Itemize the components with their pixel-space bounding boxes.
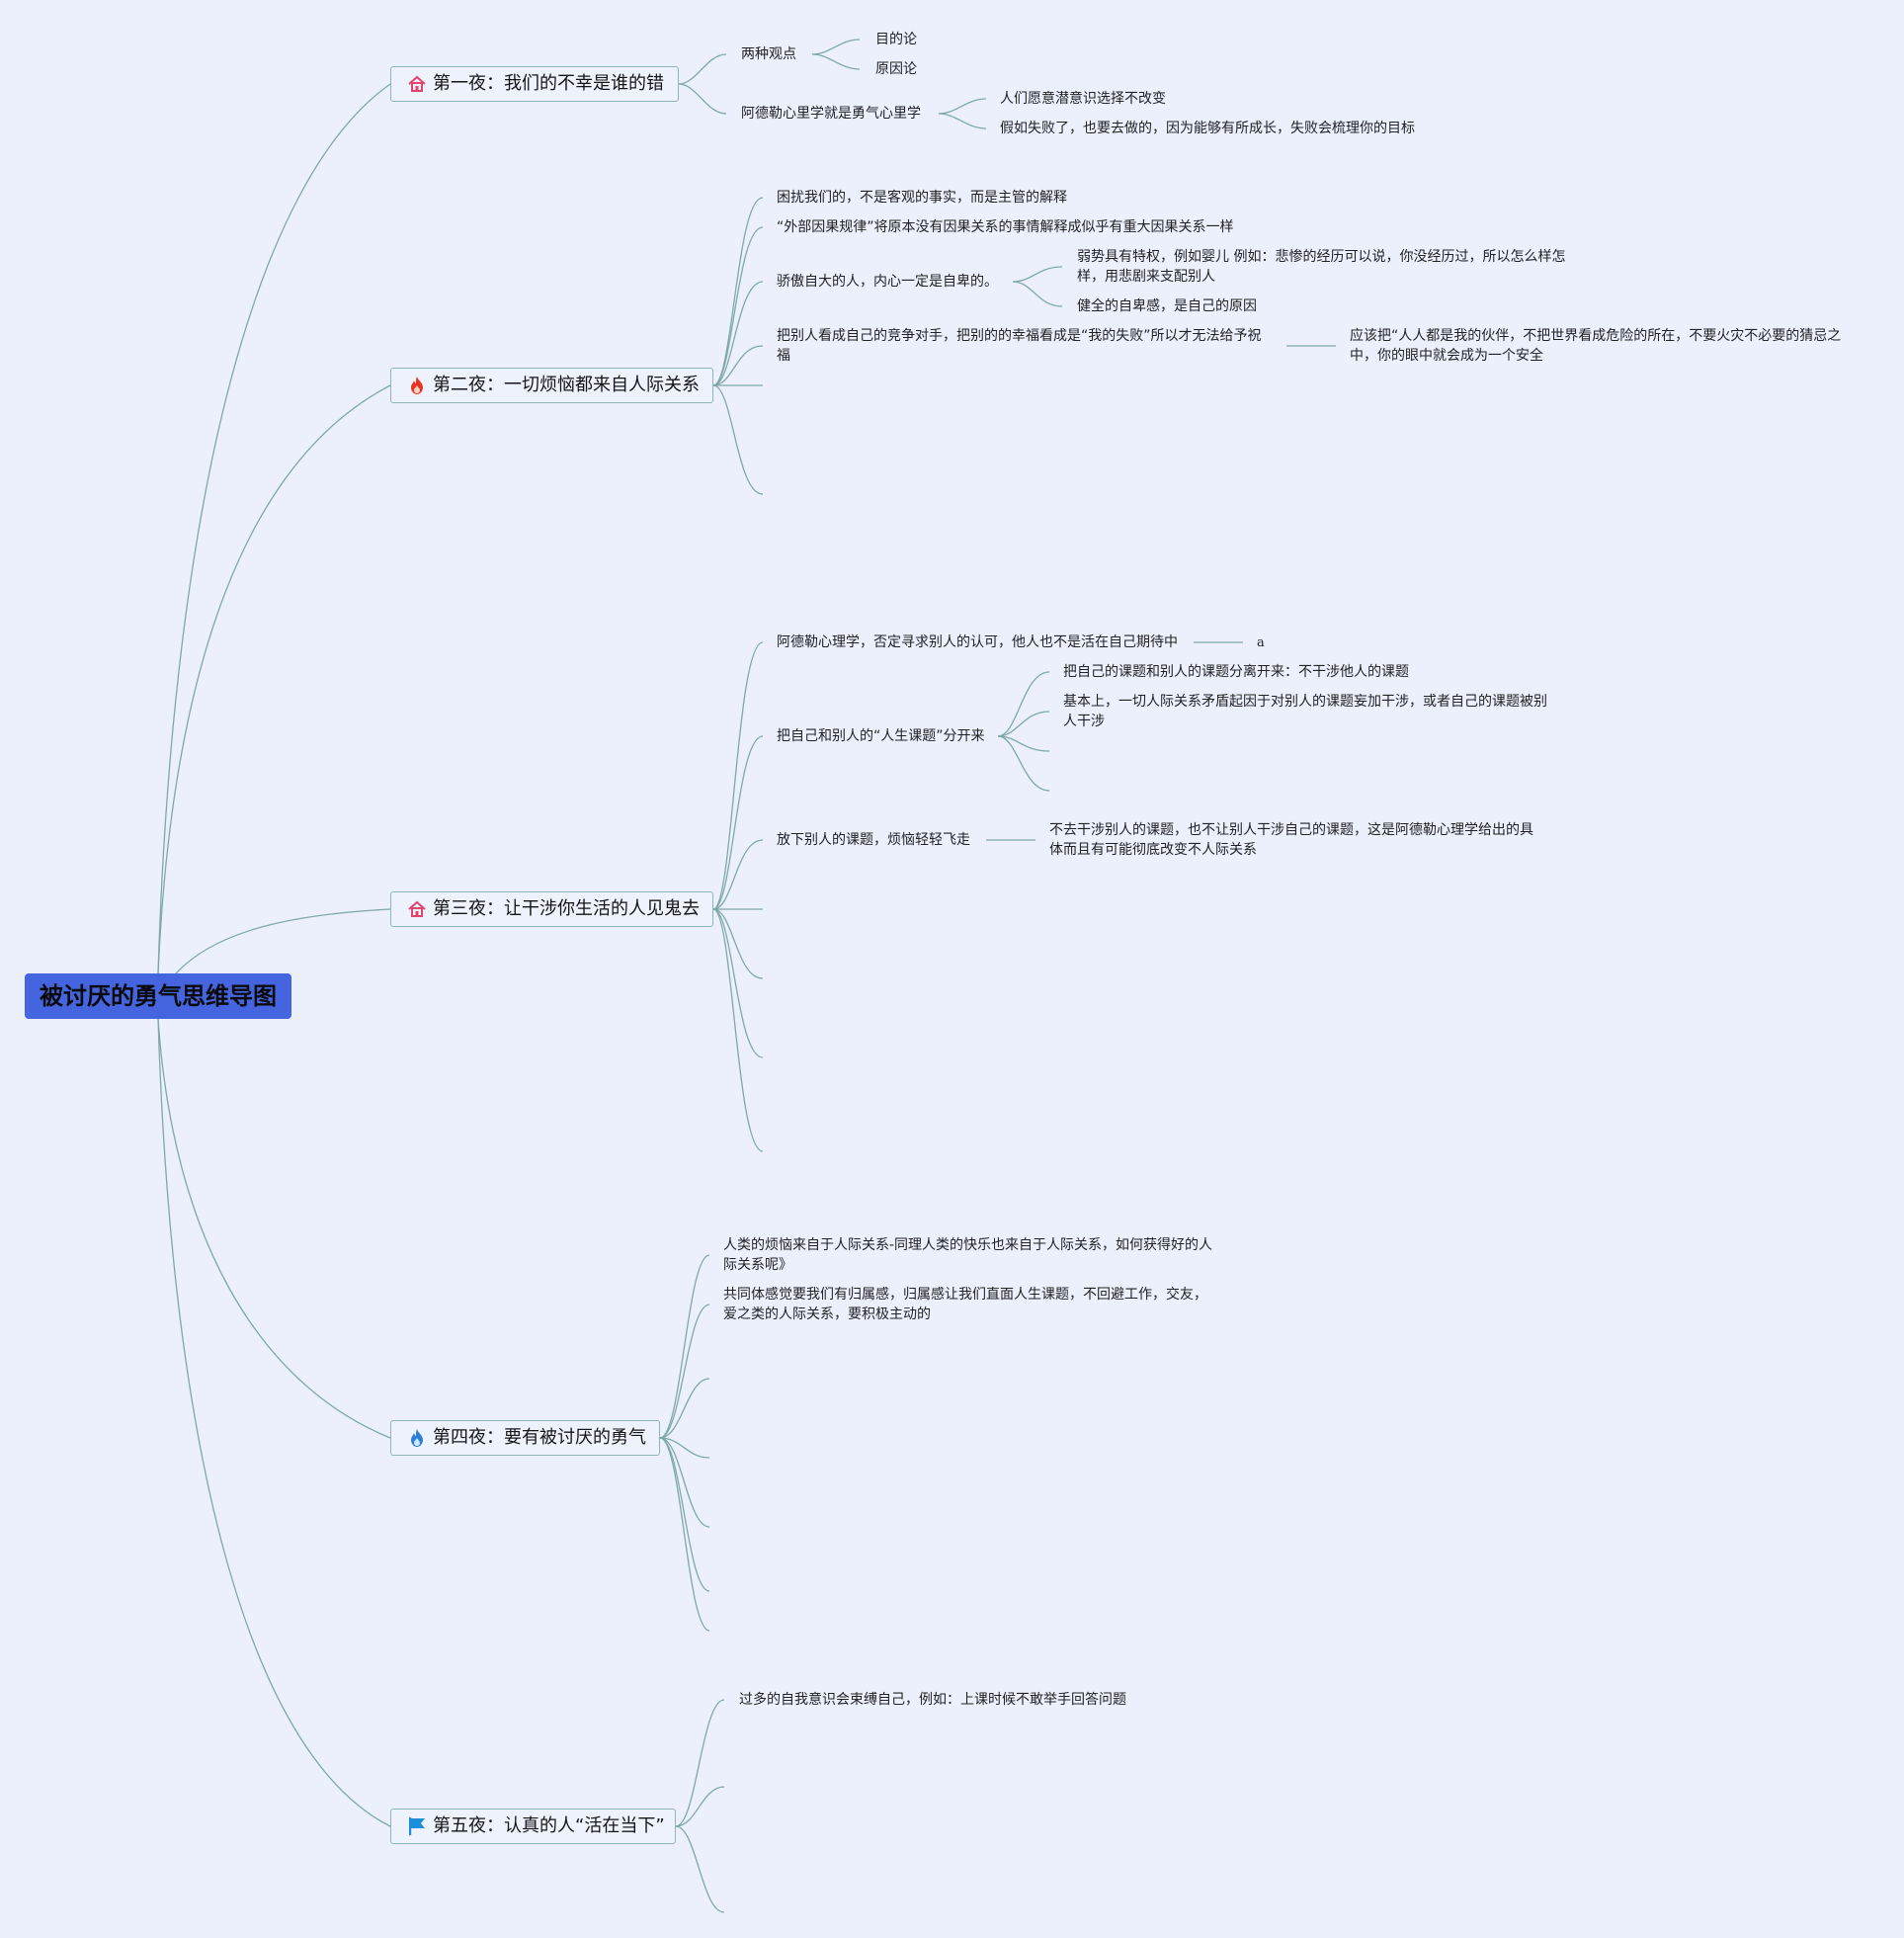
node-everyone-partner[interactable]: 应该把“人人都是我的伙伴，不把世界看成危险的所在，不要火灾不必要的猜忌之中，你的… xyxy=(1350,328,1842,364)
house-icon xyxy=(408,900,426,917)
topic-label: 第四夜：要有被讨厌的勇气 xyxy=(433,1427,646,1448)
node-weakness-privilege[interactable]: 弱势具有特权，例如婴儿 例如：悲惨的经历可以说，你没经历过，所以怎么样怎样，用悲… xyxy=(1077,249,1566,285)
node-no-interference[interactable]: 把自己的课题和别人的课题分离开来：不干涉他人的课题 xyxy=(1063,664,1409,680)
fire-icon xyxy=(411,377,423,394)
node-subjective-interpretation[interactable]: 困扰我们的，不是客观的事实，而是主管的解释 xyxy=(777,190,1067,206)
topic-night-1[interactable]: 第一夜：我们的不幸是谁的错 xyxy=(390,66,679,102)
node-adler-courage[interactable]: 阿德勒心里学就是勇气心里学 xyxy=(741,106,921,122)
node-teleology[interactable]: 目的论 xyxy=(875,32,917,47)
flag-icon xyxy=(409,1817,425,1835)
topic-night-5[interactable]: 第五夜：认真的人“活在当下” xyxy=(390,1809,676,1844)
node-arrogance-inferiority[interactable]: 骄傲自大的人，内心一定是自卑的。 xyxy=(777,274,998,290)
topic-label: 第三夜：让干涉你生活的人见鬼去 xyxy=(433,898,700,919)
node-trouble-from-relations[interactable]: 人类的烦恼来自于人际关系-同理人类的快乐也来自于人际关系，如何获得好的人际关系呢… xyxy=(723,1237,1213,1273)
node-a[interactable]: a xyxy=(1257,635,1265,650)
node-self-consciousness[interactable]: 过多的自我意识会束缚自己，例如：上课时候不敢举手回答问题 xyxy=(739,1692,1126,1708)
fire-icon xyxy=(411,1429,423,1447)
node-external-causality[interactable]: “外部因果规律”将原本没有因果关系的事情解释成似乎有重大因果关系一样 xyxy=(777,219,1234,235)
topic-night-2[interactable]: 第二夜：一切烦恼都来自人际关系 xyxy=(390,368,713,403)
node-failure-growth[interactable]: 假如失败了，也要去做的，因为能够有所成长，失败会梳理你的目标 xyxy=(1000,121,1415,136)
node-healthy-inferiority[interactable]: 健全的自卑感，是自己的原因 xyxy=(1077,298,1257,314)
topic-label: 第一夜：我们的不幸是谁的错 xyxy=(433,73,664,94)
topic-night-4[interactable]: 第四夜：要有被讨厌的勇气 xyxy=(390,1420,660,1456)
node-separate-tasks[interactable]: 把自己和别人的“人生课题”分开来 xyxy=(777,728,985,744)
root-topic[interactable]: 被讨厌的勇气思维导图 xyxy=(25,973,291,1019)
node-let-go[interactable]: 放下别人的课题，烦恼轻轻飞走 xyxy=(777,832,970,848)
house-icon xyxy=(408,75,426,92)
topic-night-3[interactable]: 第三夜：让干涉你生活的人见鬼去 xyxy=(390,891,713,927)
node-conflict-origin[interactable]: 基本上，一切人际关系矛盾起因于对别人的课题妄加干涉，或者自己的课题被别人干涉 xyxy=(1063,694,1547,729)
node-choose-no-change[interactable]: 人们愿意潜意识选择不改变 xyxy=(1000,91,1166,107)
node-rivals[interactable]: 把别人看成自己的竞争对手，把别的的幸福看成是“我的失败”所以才无法给予祝福 xyxy=(777,328,1262,364)
node-etiology[interactable]: 原因论 xyxy=(875,61,917,77)
topic-label: 第二夜：一切烦恼都来自人际关系 xyxy=(433,375,700,395)
node-deny-recognition[interactable]: 阿德勒心理学，否定寻求别人的认可，他人也不是活在自己期待中 xyxy=(777,634,1178,650)
node-adler-answer[interactable]: 不去干涉别人的课题，也不让别人干涉自己的课题，这是阿德勒心理学给出的具体而且有可… xyxy=(1049,822,1533,858)
node-two-views[interactable]: 两种观点 xyxy=(741,46,796,62)
topic-label: 第五夜：认真的人“活在当下” xyxy=(433,1815,665,1836)
node-community-feeling[interactable]: 共同体感觉要我们有归属感，归属感让我们直面人生课题，不回避工作，交友，爱之类的人… xyxy=(723,1287,1207,1322)
